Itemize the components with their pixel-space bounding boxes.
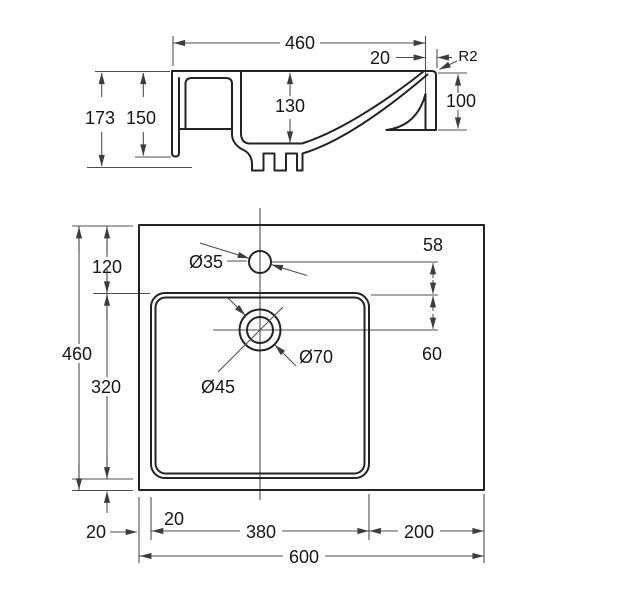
- dim-section-front-height: 150: [126, 72, 156, 156]
- dim-label-dia70: Ø70: [299, 347, 333, 367]
- dim-label-200: 200: [404, 522, 434, 542]
- plan-view: 460 120 320 20 20: [59, 208, 485, 567]
- dim-label-20-rim: 20: [370, 48, 390, 68]
- callout-drain: Ø45 Ø70: [201, 297, 333, 397]
- dim-plan-front-offset: 120: [87, 226, 127, 293]
- plan-extension-lines: [72, 208, 485, 563]
- callout-faucet-hole: Ø35: [189, 242, 308, 277]
- dim-label-r2: R2: [458, 48, 477, 65]
- dim-label-460-depth: 460: [62, 344, 92, 364]
- dim-section-rear-height: 100: [446, 74, 476, 129]
- dim-plan-right-deck: 200: [369, 522, 484, 542]
- dim-plan-basin-width: 380: [151, 522, 369, 542]
- dim-label-120: 120: [92, 257, 122, 277]
- dim-label-130-depth: 130: [275, 96, 305, 116]
- section-front-apron: [171, 70, 180, 158]
- section-view: 460 20 R2 130 100 173: [85, 33, 478, 172]
- drain-recess: [238, 308, 282, 352]
- dim-section-overall-width: 460: [173, 33, 426, 53]
- dim-label-320: 320: [91, 377, 121, 397]
- dim-plan-total-depth: 460: [59, 226, 99, 490]
- dim-plan-total-width: 600: [139, 547, 484, 567]
- dim-label-60: 60: [422, 344, 442, 364]
- drain-diameter-line: [217, 306, 284, 373]
- dim-label-173-height: 173: [85, 108, 115, 128]
- dim-plan-basin-depth: 320: [86, 294, 128, 479]
- dim-section-total-height: 173: [85, 72, 115, 167]
- faucet-hole: [248, 250, 272, 274]
- dim-label-380: 380: [246, 522, 276, 542]
- dim-section-corner-radius: R2: [439, 48, 478, 70]
- dim-label-150-height: 150: [126, 108, 156, 128]
- dim-label-100-height: 100: [446, 91, 476, 111]
- dim-label-600: 600: [289, 547, 319, 567]
- basin-inner-rim: [154, 296, 366, 475]
- section-front-cavity: [178, 77, 233, 130]
- dim-plan-faucet-drain-offsets: 58 60: [422, 235, 443, 364]
- dim-section-rear-rim: 20: [370, 48, 452, 68]
- dim-section-basin-depth: 130: [275, 72, 305, 143]
- dim-label-dia35: Ø35: [189, 252, 223, 272]
- counter-outline: [138, 224, 485, 491]
- drain-hole: [246, 316, 274, 344]
- dim-label-58: 58: [423, 235, 443, 255]
- washbasin-plan-outline: [138, 224, 485, 491]
- section-bowl-inner-surface: [240, 70, 425, 145]
- basin-outer-rim: [150, 292, 370, 479]
- section-bowl-outer-surface-and-drain-boss: [231, 73, 429, 172]
- dim-label-20-left-overhang: 20: [86, 522, 106, 542]
- section-rear-rib: [385, 93, 427, 131]
- basin-section-outline: [171, 70, 437, 172]
- section-top-and-rear-edge: [171, 70, 437, 131]
- dim-label-460-width: 460: [285, 33, 315, 53]
- dim-label-20-side-gap: 20: [164, 509, 184, 529]
- dim-label-dia45: Ø45: [201, 377, 235, 397]
- dim-plan-bottom-gap: 20 20: [86, 491, 184, 542]
